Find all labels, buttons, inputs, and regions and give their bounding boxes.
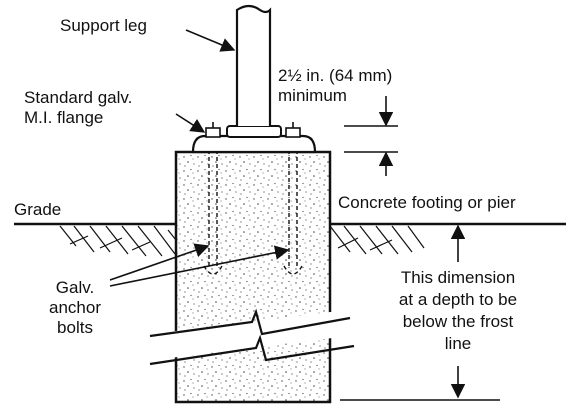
frost-dimension-label-line2: at a depth to be: [398, 290, 518, 309]
anchor-bolts-label-line2: anchor: [49, 298, 101, 317]
anchor-bolt-left: [203, 150, 223, 275]
frost-dimension: [340, 224, 500, 401]
footing-label: Concrete footing or pier: [338, 193, 516, 212]
concrete-pier: [174, 150, 332, 404]
anchor-bolts-label-line1: Galv.: [55, 278, 95, 297]
frost-dimension-label-line3: below the frost: [402, 312, 514, 331]
clearance-dimension: [344, 96, 398, 176]
bolt-nut-right: [285, 122, 301, 138]
flange-hub: [226, 125, 282, 138]
ground-hatch-left: [59, 225, 177, 257]
frost-dimension-label-line4: line: [444, 334, 472, 353]
support-leg-leader: [185, 29, 236, 52]
anchor-bolt-leader-left: [109, 243, 210, 281]
frost-dimension-label-line1: This dimension: [400, 268, 516, 287]
support-leg-label: Support leg: [60, 16, 147, 35]
clearance-label-line2: minimum: [278, 86, 347, 105]
flange-leader: [175, 113, 206, 133]
bolt-nut-left: [205, 122, 221, 138]
support-leg: [235, 4, 272, 126]
grade-label: Grade: [14, 200, 62, 219]
anchor-bolt-right: [283, 150, 303, 275]
clearance-label-line1: 2½ in. (64 mm): [278, 66, 393, 85]
break-line: [145, 308, 357, 366]
anchor-bolts-label-line3: bolts: [57, 318, 93, 337]
ground-hatch-right: [329, 225, 425, 255]
flange-label-line2: M.I. flange: [24, 108, 104, 127]
anchor-bolt-leader-right: [109, 245, 290, 287]
flange: [191, 134, 317, 154]
flange-label-line1: Standard galv.: [24, 88, 133, 107]
